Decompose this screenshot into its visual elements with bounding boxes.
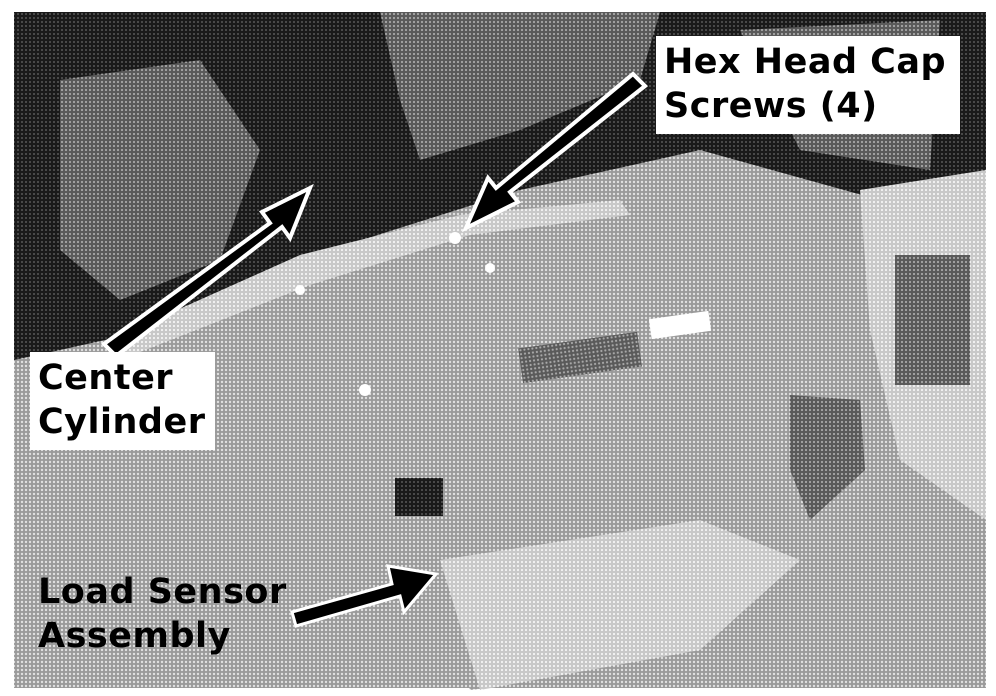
callout-text-line: Load Sensor — [38, 572, 287, 612]
cap-screw — [295, 285, 305, 295]
arrow-load-sensor-assembly — [290, 564, 439, 628]
cap-screw — [485, 263, 495, 273]
upper-bracket — [380, 12, 660, 160]
cap-screw — [359, 384, 371, 396]
cap-screw — [449, 232, 461, 244]
callout-text-line: Hex Head Cap — [664, 42, 947, 82]
cylinder-rod — [110, 200, 630, 360]
callout-text-line: Assembly — [38, 616, 231, 656]
callout-text-line: Cylinder — [38, 402, 206, 442]
callout-hex-head-cap-screws: Hex Head Cap Screws (4) — [656, 36, 961, 134]
sensor-stud — [395, 478, 443, 516]
callout-center-cylinder: Center Cylinder — [30, 352, 216, 450]
load-sensor-base — [440, 520, 800, 690]
callout-load-sensor-assembly: Load Sensor Assembly — [30, 566, 297, 664]
callout-text-line: Screws (4) — [664, 86, 878, 126]
side-block — [895, 255, 970, 385]
sensor-tag — [648, 310, 712, 340]
left-bracket — [60, 60, 260, 300]
arrow-center-cylinder — [100, 183, 314, 359]
sensor-slot — [518, 331, 642, 384]
callout-text-line: Center — [38, 358, 174, 398]
arrow-hex-head-cap-screws — [461, 71, 649, 233]
sensor-side-block — [790, 395, 865, 520]
